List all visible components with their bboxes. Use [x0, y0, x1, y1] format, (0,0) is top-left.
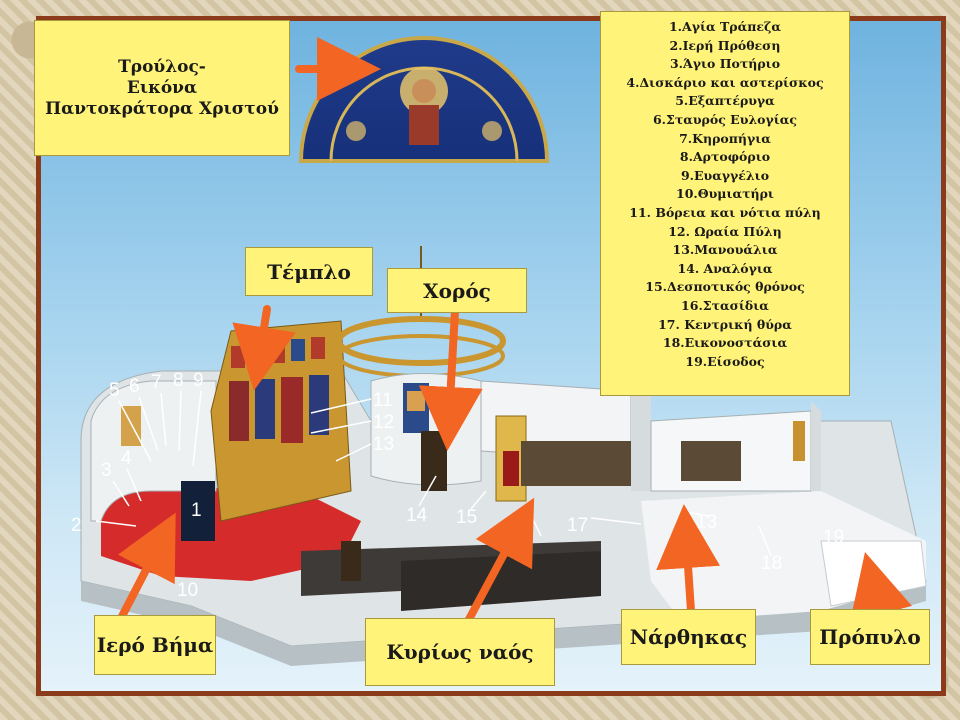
label-propylo: Πρόπυλο: [810, 609, 930, 665]
number-3: 3: [101, 460, 112, 481]
legend-item: 13.Μανουάλια: [672, 242, 778, 258]
number-15: 15: [456, 507, 477, 528]
label-choros: Χορός: [387, 268, 527, 313]
number-9: 9: [193, 370, 204, 391]
number-7: 7: [151, 372, 162, 393]
bishop-throne: [495, 415, 527, 502]
legend-item: 8.Αρτοφόριο: [679, 149, 771, 165]
number-12: 12: [373, 412, 394, 433]
legend-item: 14. Αναλόγια: [677, 260, 773, 276]
dome-label-line3: Παντοκράτορα Χριστού: [45, 98, 279, 119]
number-19: 19: [823, 527, 844, 548]
dome-label-line1: Τρούλος-: [118, 56, 206, 77]
label-iero-vima: Ιερό Βήμα: [94, 615, 216, 675]
legend-item: 18.Εικονοστάσια: [662, 335, 788, 351]
legend-box: 1.Αγία Τράπεζα 2.Ιερή Πρόθεση 3.Άγιο Ποτ…: [600, 11, 850, 396]
legend-item: 11. Βόρεια και νότια πύλη: [629, 204, 821, 220]
church-illustration: 1 2 3 4 5 6 7 8 9 10 11 12 13 14 15 16 1…: [71, 36, 927, 666]
number-5: 5: [109, 380, 120, 401]
number-labels: 1 2 3 4 5 6 7 8 9 10 11 12 13 14 15 16 1…: [71, 370, 844, 601]
legend-item: 1.Αγία Τράπεζα: [668, 19, 782, 34]
dome-label-box: Τρούλος- Εικόνα Παντοκράτορα Χριστού: [34, 20, 290, 156]
number-6: 6: [129, 376, 140, 397]
number-4: 4: [121, 448, 132, 469]
number-2: 2: [71, 515, 82, 536]
legend-item: 10.Θυμιατήρι: [676, 186, 774, 202]
legend-item: 16.Στασίδια: [681, 297, 769, 313]
legend-item: 15.Δεσποτικός θρόνος: [645, 279, 805, 295]
dome-mural: [298, 36, 550, 163]
legend-item: 9.Ευαγγέλιο: [680, 167, 770, 183]
number-13: 13: [373, 434, 394, 455]
number-14: 14: [406, 505, 428, 526]
number-1: 1: [191, 500, 202, 521]
label-narthikas: Νάρθηκας: [621, 609, 756, 665]
legend-item: 12. Ωραία Πύλη: [668, 223, 782, 239]
number-8: 8: [173, 370, 184, 391]
legend-item: 5.Εξαπτέρυγα: [675, 93, 775, 109]
legend-item: 6.Σταυρός Ευλογίας: [652, 111, 798, 127]
legend-item: 4.Δισκάριο και αστερίσκος: [626, 74, 824, 90]
number-10: 10: [177, 580, 198, 601]
number-17: 17: [567, 515, 588, 536]
number-11: 11: [373, 390, 393, 411]
label-kyrios-naos: Κυρίως ναός: [365, 618, 555, 686]
legend-item: 2.Ιερή Πρόθεση: [669, 37, 781, 53]
legend-item: 19.Είσοδος: [685, 353, 765, 369]
legend-item: 7.Κηροπήγια: [679, 130, 771, 146]
legend-item: 3.Άγιο Ποτήριο: [669, 56, 781, 72]
label-templo: Τέμπλο: [245, 247, 373, 296]
dome-label-line2: Εικόνα: [126, 77, 198, 98]
number-18: 18: [761, 553, 782, 574]
legend-item: 17. Κεντρική θύρα: [658, 316, 792, 332]
pointer-arrows: [113, 37, 912, 630]
